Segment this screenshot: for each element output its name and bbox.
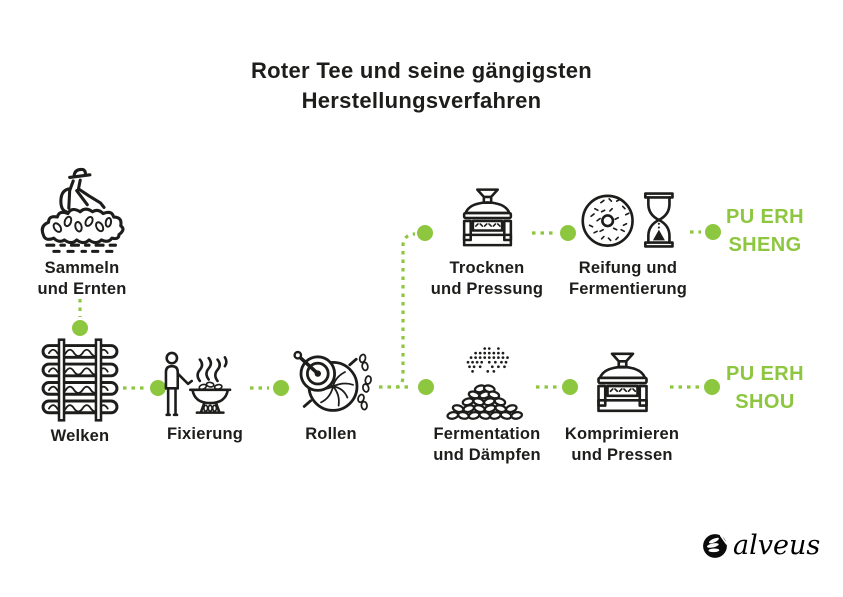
step-rolling: Rollen: [256, 344, 406, 445]
step-label-line1: Fermentation: [433, 425, 541, 443]
wok-roasting-icon: [164, 351, 232, 417]
step-compressing-pressing: Komprimieren und Pressen: [547, 338, 697, 466]
step-label-line1: Welken: [50, 427, 110, 445]
result-line1: PU ERH: [726, 363, 804, 385]
step-label-line2: und Dämpfen: [433, 446, 541, 464]
step-label-line2: und Pressung: [430, 280, 544, 298]
step-fermenting-steaming: Fermentation und Dämpfen: [412, 338, 562, 466]
result-pu-erh-shou: PU ERH SHOU: [700, 360, 830, 416]
step-label: Reifung und Fermentierung: [569, 258, 687, 300]
drying-rack-icon: [41, 338, 119, 422]
step-harvest: Sammeln und Ernten: [7, 166, 157, 300]
step-label: Komprimieren und Pressen: [565, 424, 679, 466]
tea-cake-hourglass-icon: [581, 192, 674, 248]
tea-picker-icon: [40, 167, 125, 253]
brand-name: alveus: [733, 530, 821, 561]
page-title: Roter Tee und seine gängigsten Herstellu…: [0, 56, 843, 116]
step-label-line1: Fixierung: [166, 425, 244, 443]
step-label-line2: und Pressen: [571, 446, 673, 464]
step-label: Rollen: [305, 424, 357, 445]
step-label: Sammeln und Ernten: [37, 258, 126, 300]
step-label: Fermentation und Dämpfen: [433, 424, 541, 466]
step-label: Fixierung: [167, 424, 243, 445]
step-label-line1: Sammeln: [44, 259, 120, 277]
tea-press-icon: [462, 188, 512, 247]
leaf-pile-steam-icon: [446, 347, 524, 420]
leaf-pile: [446, 384, 524, 420]
rolling-machine-icon: [293, 350, 372, 412]
step-withering: Welken: [5, 336, 155, 447]
page-title-line2: Herstellungsverfahren: [301, 88, 542, 113]
result-line1: PU ERH: [726, 206, 804, 228]
step-label-line1: Rollen: [305, 425, 357, 443]
step-maturing-fermenting: Reifung und Fermentierung: [553, 184, 703, 300]
step-label: Welken: [51, 426, 110, 447]
step-label-line1: Reifung und: [578, 259, 678, 277]
result-line2: SHOU: [735, 391, 795, 413]
steam-dots: [466, 347, 509, 373]
result-pu-erh-sheng: PU ERH SHENG: [700, 203, 830, 259]
step-fixation: Fixierung: [130, 342, 280, 445]
step-label-line1: Komprimieren: [564, 425, 680, 443]
step-label: Trocknen und Pressung: [431, 258, 543, 300]
brand-logo: alveus: [702, 531, 820, 561]
page-title-line1: Roter Tee und seine gängigsten: [250, 58, 593, 83]
tea-press-icon: [596, 352, 648, 413]
step-drying-pressing: Trocknen und Pressung: [412, 182, 562, 300]
step-label-line2: und Ernten: [37, 280, 127, 298]
result-line2: SHENG: [728, 234, 802, 256]
alveus-leaf-circle-icon: [703, 534, 728, 558]
step-label-line2: Fermentierung: [568, 280, 688, 298]
step-label-line1: Trocknen: [449, 259, 525, 277]
